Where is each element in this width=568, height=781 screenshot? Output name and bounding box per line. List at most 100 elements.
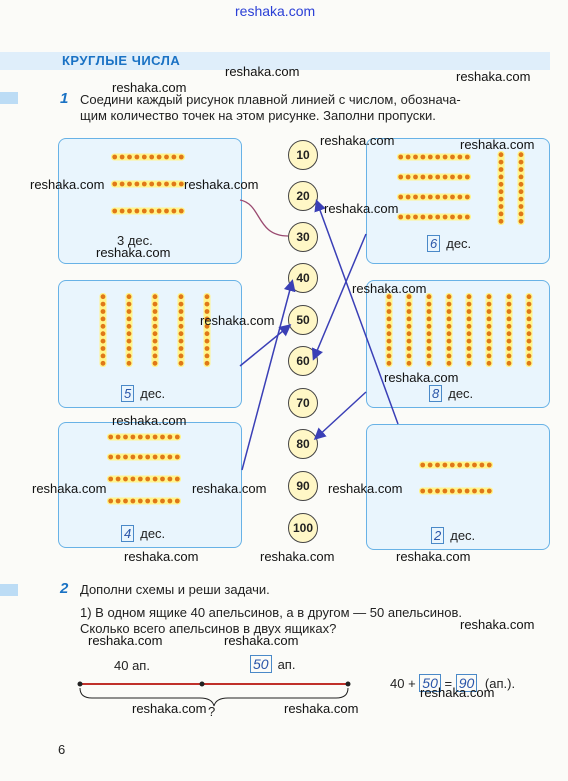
number-circle-100[interactable]: 100: [288, 513, 318, 543]
dot: [178, 154, 184, 160]
number-circle-60[interactable]: 60: [288, 346, 318, 376]
dot: [145, 498, 151, 504]
dot: [449, 488, 455, 494]
dot: [171, 181, 177, 187]
dot: [427, 194, 433, 200]
dot: [446, 360, 452, 366]
dot: [413, 214, 418, 220]
dot: [386, 309, 392, 314]
dot: [406, 346, 412, 351]
dot: [420, 488, 426, 494]
number-circle-10[interactable]: 10: [288, 140, 318, 170]
dot: [119, 181, 125, 187]
dot: [130, 498, 136, 504]
answer-box[interactable]: 6: [427, 235, 441, 252]
dot: [446, 323, 452, 329]
dot: [100, 360, 106, 366]
dot: [435, 462, 440, 468]
dot: [167, 498, 173, 504]
unit-text: дес.: [448, 386, 474, 401]
dot: [178, 208, 184, 214]
dot: [466, 323, 472, 329]
dot: [442, 154, 448, 160]
dot: [472, 488, 477, 494]
answer-box[interactable]: 4: [121, 525, 135, 542]
number-circle-20[interactable]: 20: [288, 181, 318, 211]
number-circle-50[interactable]: 50: [288, 305, 318, 335]
dot: [518, 181, 524, 187]
dot: [486, 323, 492, 329]
dot: [498, 211, 504, 217]
dot: [446, 338, 452, 344]
dot: [123, 454, 128, 460]
dot: [108, 434, 114, 440]
dot: [127, 208, 132, 214]
dot: [435, 214, 441, 220]
dot: [498, 204, 504, 209]
dot: [506, 294, 512, 300]
number-circle-70[interactable]: 70: [288, 388, 318, 418]
dot: [204, 360, 210, 366]
segment2-answer-box[interactable]: 50: [250, 655, 272, 673]
number-circle-90[interactable]: 90: [288, 471, 318, 501]
dot: [145, 454, 151, 460]
dot: [457, 488, 463, 494]
answer-box[interactable]: 2: [431, 527, 445, 544]
dot: [457, 462, 463, 468]
task2-number: 2: [60, 580, 69, 597]
dot: [413, 174, 418, 180]
dot: [466, 353, 472, 359]
number-circle-30[interactable]: 30: [288, 222, 318, 252]
dot: [178, 353, 184, 359]
dot: [442, 174, 448, 180]
dot: [100, 301, 106, 307]
dot: [126, 323, 132, 329]
dot: [405, 194, 411, 200]
dot: [426, 323, 432, 329]
dot: [518, 189, 524, 195]
task2-problem-line2: Сколько всего апельсинов в двух ящиках?: [80, 621, 337, 636]
dot: [178, 301, 184, 307]
dot: [466, 316, 472, 322]
dot: [479, 462, 485, 468]
dot: [178, 331, 184, 337]
dot: [406, 323, 412, 329]
dot: [100, 323, 106, 329]
dot: [506, 360, 512, 366]
watermark: reshaka.com: [460, 617, 535, 632]
dot: [446, 331, 452, 337]
dot: [174, 434, 180, 440]
dot: [413, 194, 418, 200]
dot: [108, 498, 114, 504]
dot: [115, 498, 121, 504]
dot: [486, 309, 492, 314]
watermark: reshaka.com: [396, 549, 471, 564]
dot: [435, 194, 441, 200]
panel-8-tens[interactable]: 8 дес.: [366, 280, 550, 408]
answer-box[interactable]: 5: [121, 385, 135, 402]
dot: [457, 154, 463, 160]
dot: [457, 214, 463, 220]
number-circle-80[interactable]: 80: [288, 429, 318, 459]
watermark: reshaka.com: [112, 80, 187, 95]
dot: [420, 462, 426, 468]
watermark: reshaka.com: [88, 633, 163, 648]
dot: [446, 316, 452, 322]
task1-number: 1: [60, 90, 69, 107]
dot: [160, 476, 165, 482]
eq-answer-box-2[interactable]: 90: [455, 674, 478, 692]
dot: [486, 316, 492, 322]
watermark: reshaka.com: [324, 201, 399, 216]
answer-box[interactable]: 8: [429, 385, 443, 402]
dot: [466, 360, 472, 366]
dot: [526, 301, 532, 307]
dot: [386, 360, 392, 366]
dot: [518, 196, 524, 202]
